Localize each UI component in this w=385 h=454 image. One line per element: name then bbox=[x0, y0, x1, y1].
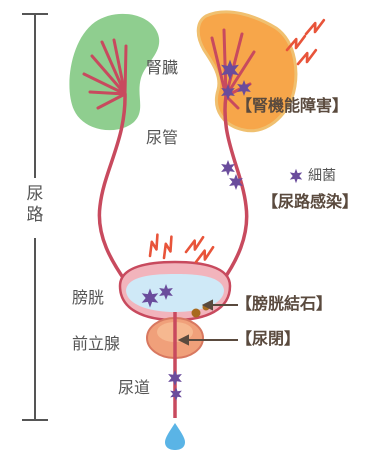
ureter-label: 尿管 bbox=[146, 130, 178, 146]
kidney-label: 腎臓 bbox=[146, 60, 178, 76]
condition-bladder-stone: 【膀胱結石】 bbox=[236, 296, 332, 312]
ureters bbox=[99, 94, 246, 282]
condition-urinary-retention: 【尿閉】 bbox=[236, 331, 300, 347]
bladder-label: 膀胱 bbox=[72, 290, 104, 306]
bladder bbox=[120, 262, 230, 320]
bacteria-legend-label: 細菌 bbox=[308, 169, 336, 183]
urethra-label: 尿道 bbox=[118, 380, 150, 396]
condition-uti: 【尿路感染】 bbox=[262, 194, 358, 210]
water-drop-icon bbox=[165, 423, 185, 450]
urinary-tract-label: 尿路 bbox=[25, 184, 45, 227]
prostate-label: 前立腺 bbox=[72, 336, 120, 352]
condition-kidney-dysfunction: 【腎機能障害】 bbox=[236, 98, 348, 114]
